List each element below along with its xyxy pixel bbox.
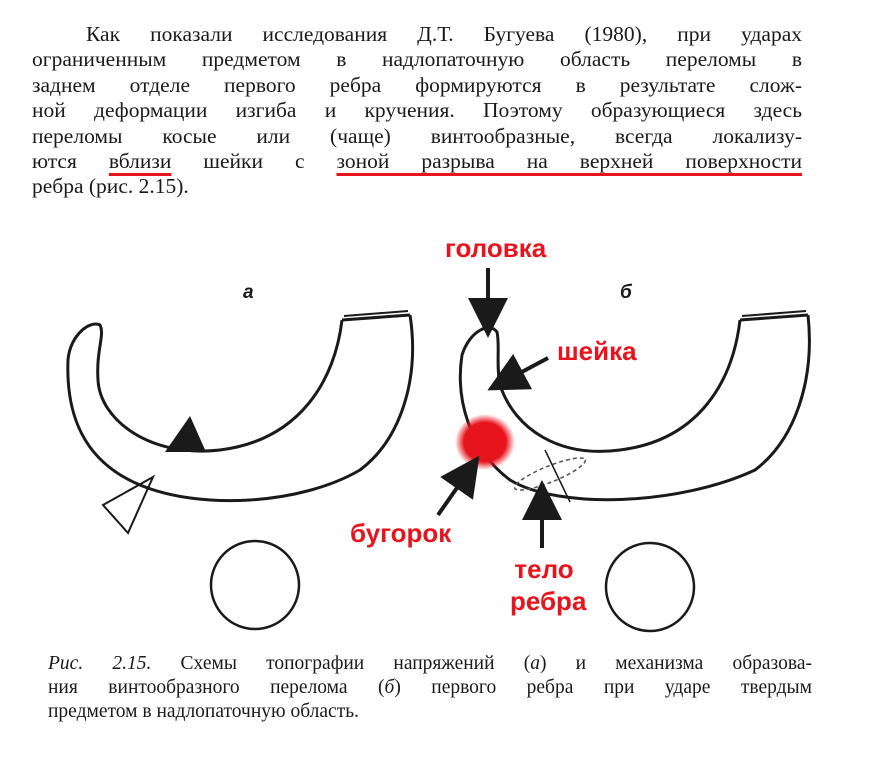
rib-diagram [66, 268, 811, 633]
caption-line-1: Рис. 2.15. Схемы топографии напряжений (… [48, 652, 812, 676]
paragraph-line-6-start: ются [32, 149, 109, 174]
paragraph-line-5: переломы косые или (чаще) винтообразные,… [32, 123, 802, 148]
label-head: головка [445, 233, 547, 263]
highlight-near: вблизи [108, 149, 172, 174]
caption-line-2-a: ния винтообразного перелома ( [48, 677, 385, 698]
paragraph-line-6: ются вблизи шейки с зоной разрыва на вер… [32, 149, 802, 174]
caption-line-3: предметом в надлопаточную область. [48, 701, 359, 722]
caption-letter-a: а [530, 653, 540, 674]
caption-line-2-b: ) первого ребра при ударе твердым [394, 677, 812, 698]
caption-figure-label: Рис. 2.15. [48, 653, 152, 674]
torsion-axis [544, 449, 571, 503]
figure-caption: Рис. 2.15. Схемы топографии напряжений (… [48, 652, 812, 724]
fracture-spiral [513, 457, 587, 491]
panel-label-a: а [243, 282, 254, 303]
body-paragraph: Как показали исследования Д.Т. Бугуева (… [32, 22, 802, 200]
solid-triangle-marker [165, 416, 206, 452]
impact-object-b [604, 541, 696, 633]
label-rib-body: тело ребра [510, 553, 587, 617]
caption-line-1-a: Схемы топографии напряжений ( [151, 653, 531, 674]
label-tubercle: бугорок [350, 518, 452, 548]
paragraph-line-6-mid: шейки с [171, 149, 337, 174]
bruise-spot [455, 414, 515, 470]
impact-object-a [209, 539, 301, 631]
label-rib-body-line-1: тело [514, 554, 574, 584]
arrow-neck-pointer [487, 353, 549, 391]
paragraph-line-7: ребра (рис. 2.15). [32, 174, 189, 199]
caption-line-2: ния винтообразного перелома (б) первого … [48, 676, 812, 700]
paragraph-line-2: ограниченным предметом в надлопаточную о… [32, 47, 802, 72]
pointer-arrows [436, 268, 562, 548]
paragraph-line-4: ной деформации изгиба и кручения. Поэтом… [32, 98, 802, 123]
arrow-tubercle-pointer [436, 455, 480, 517]
caption-letter-b: б [384, 677, 395, 698]
highlight-rupture-zone: зоной разрыва на верхней поверхности [336, 149, 802, 174]
paragraph-line-1: Как показали исследования Д.Т. Бугуева (… [86, 22, 802, 46]
rib-b [458, 310, 811, 502]
label-rib-body-line-2: ребра [510, 586, 587, 616]
rib-a [66, 310, 414, 503]
hollow-triangle-marker [101, 474, 156, 535]
panel-label-b: б [620, 282, 632, 303]
caption-line-1-b: ) и механизма образова- [539, 653, 812, 674]
label-neck: шейка [557, 336, 637, 366]
paragraph-line-3: заднем отделе первого ребра формируются … [32, 72, 802, 97]
